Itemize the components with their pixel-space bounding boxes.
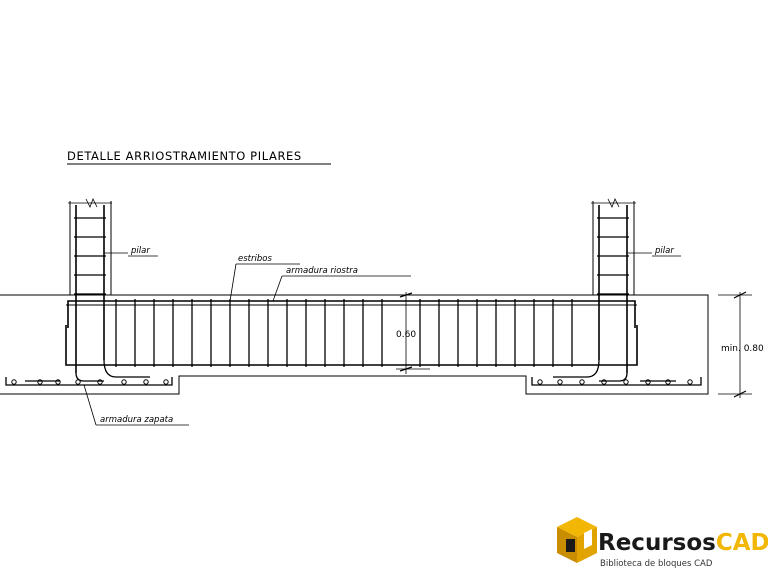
- drawing-title: DETALLE ARRIOSTRAMIENTO PILARES: [67, 149, 302, 163]
- label-pilar-left: pilar: [130, 246, 150, 256]
- footing-bar: [537, 379, 543, 385]
- concrete-outline: [0, 294, 709, 395]
- footing-bar: [579, 379, 585, 385]
- left-column: [68, 198, 112, 373]
- label-pilar-left-group: pilar: [104, 246, 158, 257]
- label-pilar-right-group: pilar: [627, 246, 681, 257]
- stirrups: [115, 299, 573, 367]
- footing-bar: [557, 379, 563, 385]
- left-footing-rebar: [5, 359, 173, 386]
- right-footing-rebar: [531, 359, 702, 386]
- logo-tagline: Biblioteca de bloques CAD: [600, 559, 713, 569]
- footing-bar: [121, 379, 127, 385]
- footing-bar: [55, 379, 61, 385]
- footing-bar: [687, 379, 693, 385]
- dimension-riostra: 0.60: [396, 292, 430, 374]
- label-armadura-zapata: armadura zapata: [100, 415, 173, 425]
- footing-bar: [163, 379, 169, 385]
- logo-brand-part1: Recursos: [598, 530, 716, 556]
- right-column: [591, 198, 636, 373]
- logo-brand-part2: CAD: [716, 530, 768, 556]
- right-footing-bars: [537, 379, 693, 385]
- label-estribos: estribos: [238, 254, 272, 264]
- footing-bar: [97, 379, 103, 385]
- cube-logo-icon: [557, 517, 597, 563]
- label-armadura-riostra-group: armadura riostra: [272, 266, 411, 302]
- svg-text:RecursosCAD: RecursosCAD: [598, 530, 768, 556]
- label-armadura-zapata-group: armadura zapata: [83, 384, 189, 426]
- footing-bar: [75, 379, 81, 385]
- footing-bar: [11, 379, 17, 385]
- footing-bar: [37, 379, 43, 385]
- dimension-footing: min. 0.80: [718, 291, 764, 398]
- recursoscad-logo: RecursosCAD Biblioteca de bloques CAD: [557, 517, 768, 569]
- tie-beam-rebar: [65, 300, 638, 366]
- footing-bar: [601, 379, 607, 385]
- dimension-riostra-value: 0.60: [396, 330, 416, 340]
- label-armadura-riostra: armadura riostra: [286, 266, 358, 276]
- footing-bar: [623, 379, 629, 385]
- left-footing-bars: [11, 379, 169, 385]
- footing-bar: [665, 379, 671, 385]
- footing-bar: [143, 379, 149, 385]
- label-estribos-group: estribos: [229, 254, 300, 302]
- label-pilar-right: pilar: [654, 246, 674, 256]
- dimension-footing-value: min. 0.80: [721, 344, 764, 354]
- footing-bar: [645, 379, 651, 385]
